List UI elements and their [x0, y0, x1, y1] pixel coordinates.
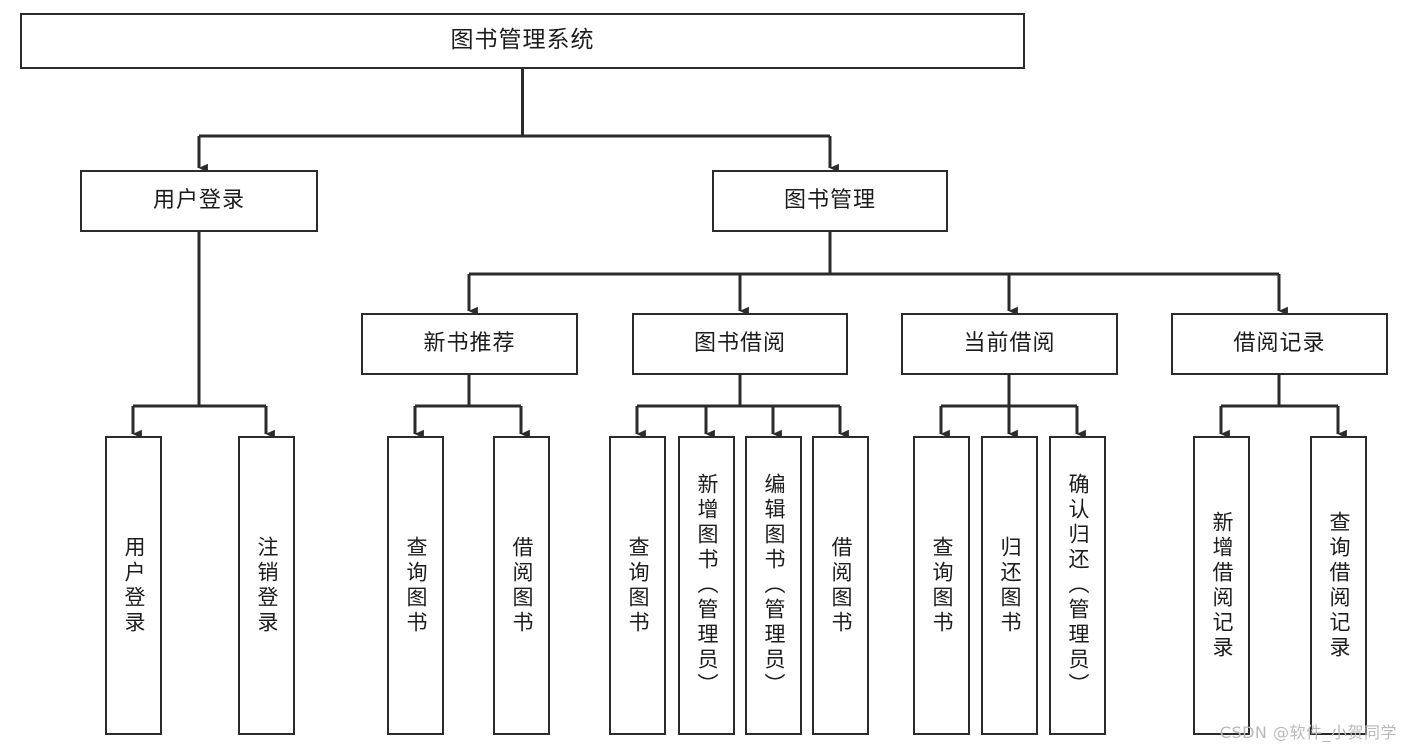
watermark-text: CSDN @软件_小贺同学	[1219, 723, 1397, 742]
node-label: 图书管理	[783, 188, 876, 214]
leaf-node-user-login[interactable]: 用户登录	[105, 436, 162, 735]
leaf-node-borrow-book-newbook[interactable]: 借阅图书	[493, 436, 550, 735]
leaf-node-add-borrow-record[interactable]: 新增借阅记录	[1193, 436, 1250, 735]
leaf-node-return-book[interactable]: 归还图书	[981, 436, 1038, 735]
node-label: 用户登录	[122, 535, 146, 636]
node-label: 确认归还（管理员）	[1066, 473, 1090, 698]
node-label: 图书借阅	[693, 331, 786, 357]
node-label: 用户登录	[152, 188, 245, 214]
node-label: 注销登录	[255, 535, 279, 636]
leaf-node-logout[interactable]: 注销登录	[238, 436, 295, 735]
node-current-borrowing[interactable]: 当前借阅	[901, 313, 1118, 375]
leaf-node-query-book-borrow[interactable]: 查询图书	[609, 436, 666, 735]
node-label: 新增借阅记录	[1210, 510, 1234, 661]
node-label: 当前借阅	[963, 331, 1056, 357]
node-label: 查询借阅记录	[1327, 510, 1351, 661]
node-label: 归还图书	[998, 535, 1022, 636]
leaf-node-add-book-admin[interactable]: 新增图书（管理员）	[678, 436, 735, 735]
node-label: 借阅记录	[1233, 331, 1326, 357]
leaf-node-edit-book-admin[interactable]: 编辑图书（管理员）	[745, 436, 802, 735]
node-user-login[interactable]: 用户登录	[80, 170, 318, 232]
node-label: 新增图书（管理员）	[695, 473, 719, 698]
node-label: 查询图书	[626, 535, 650, 636]
leaf-node-query-book-current[interactable]: 查询图书	[913, 436, 970, 735]
node-book-borrowing[interactable]: 图书借阅	[632, 313, 848, 375]
node-label: 查询图书	[930, 535, 954, 636]
node-borrowing-record[interactable]: 借阅记录	[1171, 313, 1388, 375]
leaf-node-borrow-book[interactable]: 借阅图书	[812, 436, 869, 735]
node-label: 编辑图书（管理员）	[762, 473, 786, 698]
node-root-book-management-system[interactable]: 图书管理系统	[20, 13, 1025, 69]
node-label: 新书推荐	[423, 331, 516, 357]
node-label: 查询图书	[404, 535, 428, 636]
node-new-book-recommendation[interactable]: 新书推荐	[361, 313, 578, 375]
node-label: 借阅图书	[510, 535, 534, 636]
leaf-node-confirm-return-admin[interactable]: 确认归还（管理员）	[1049, 436, 1106, 735]
node-book-management[interactable]: 图书管理	[712, 170, 948, 232]
node-label: 借阅图书	[829, 535, 853, 636]
node-label: 图书管理系统	[450, 27, 595, 54]
leaf-node-query-borrow-record[interactable]: 查询借阅记录	[1310, 436, 1367, 735]
leaf-node-query-book-newbook[interactable]: 查询图书	[387, 436, 444, 735]
